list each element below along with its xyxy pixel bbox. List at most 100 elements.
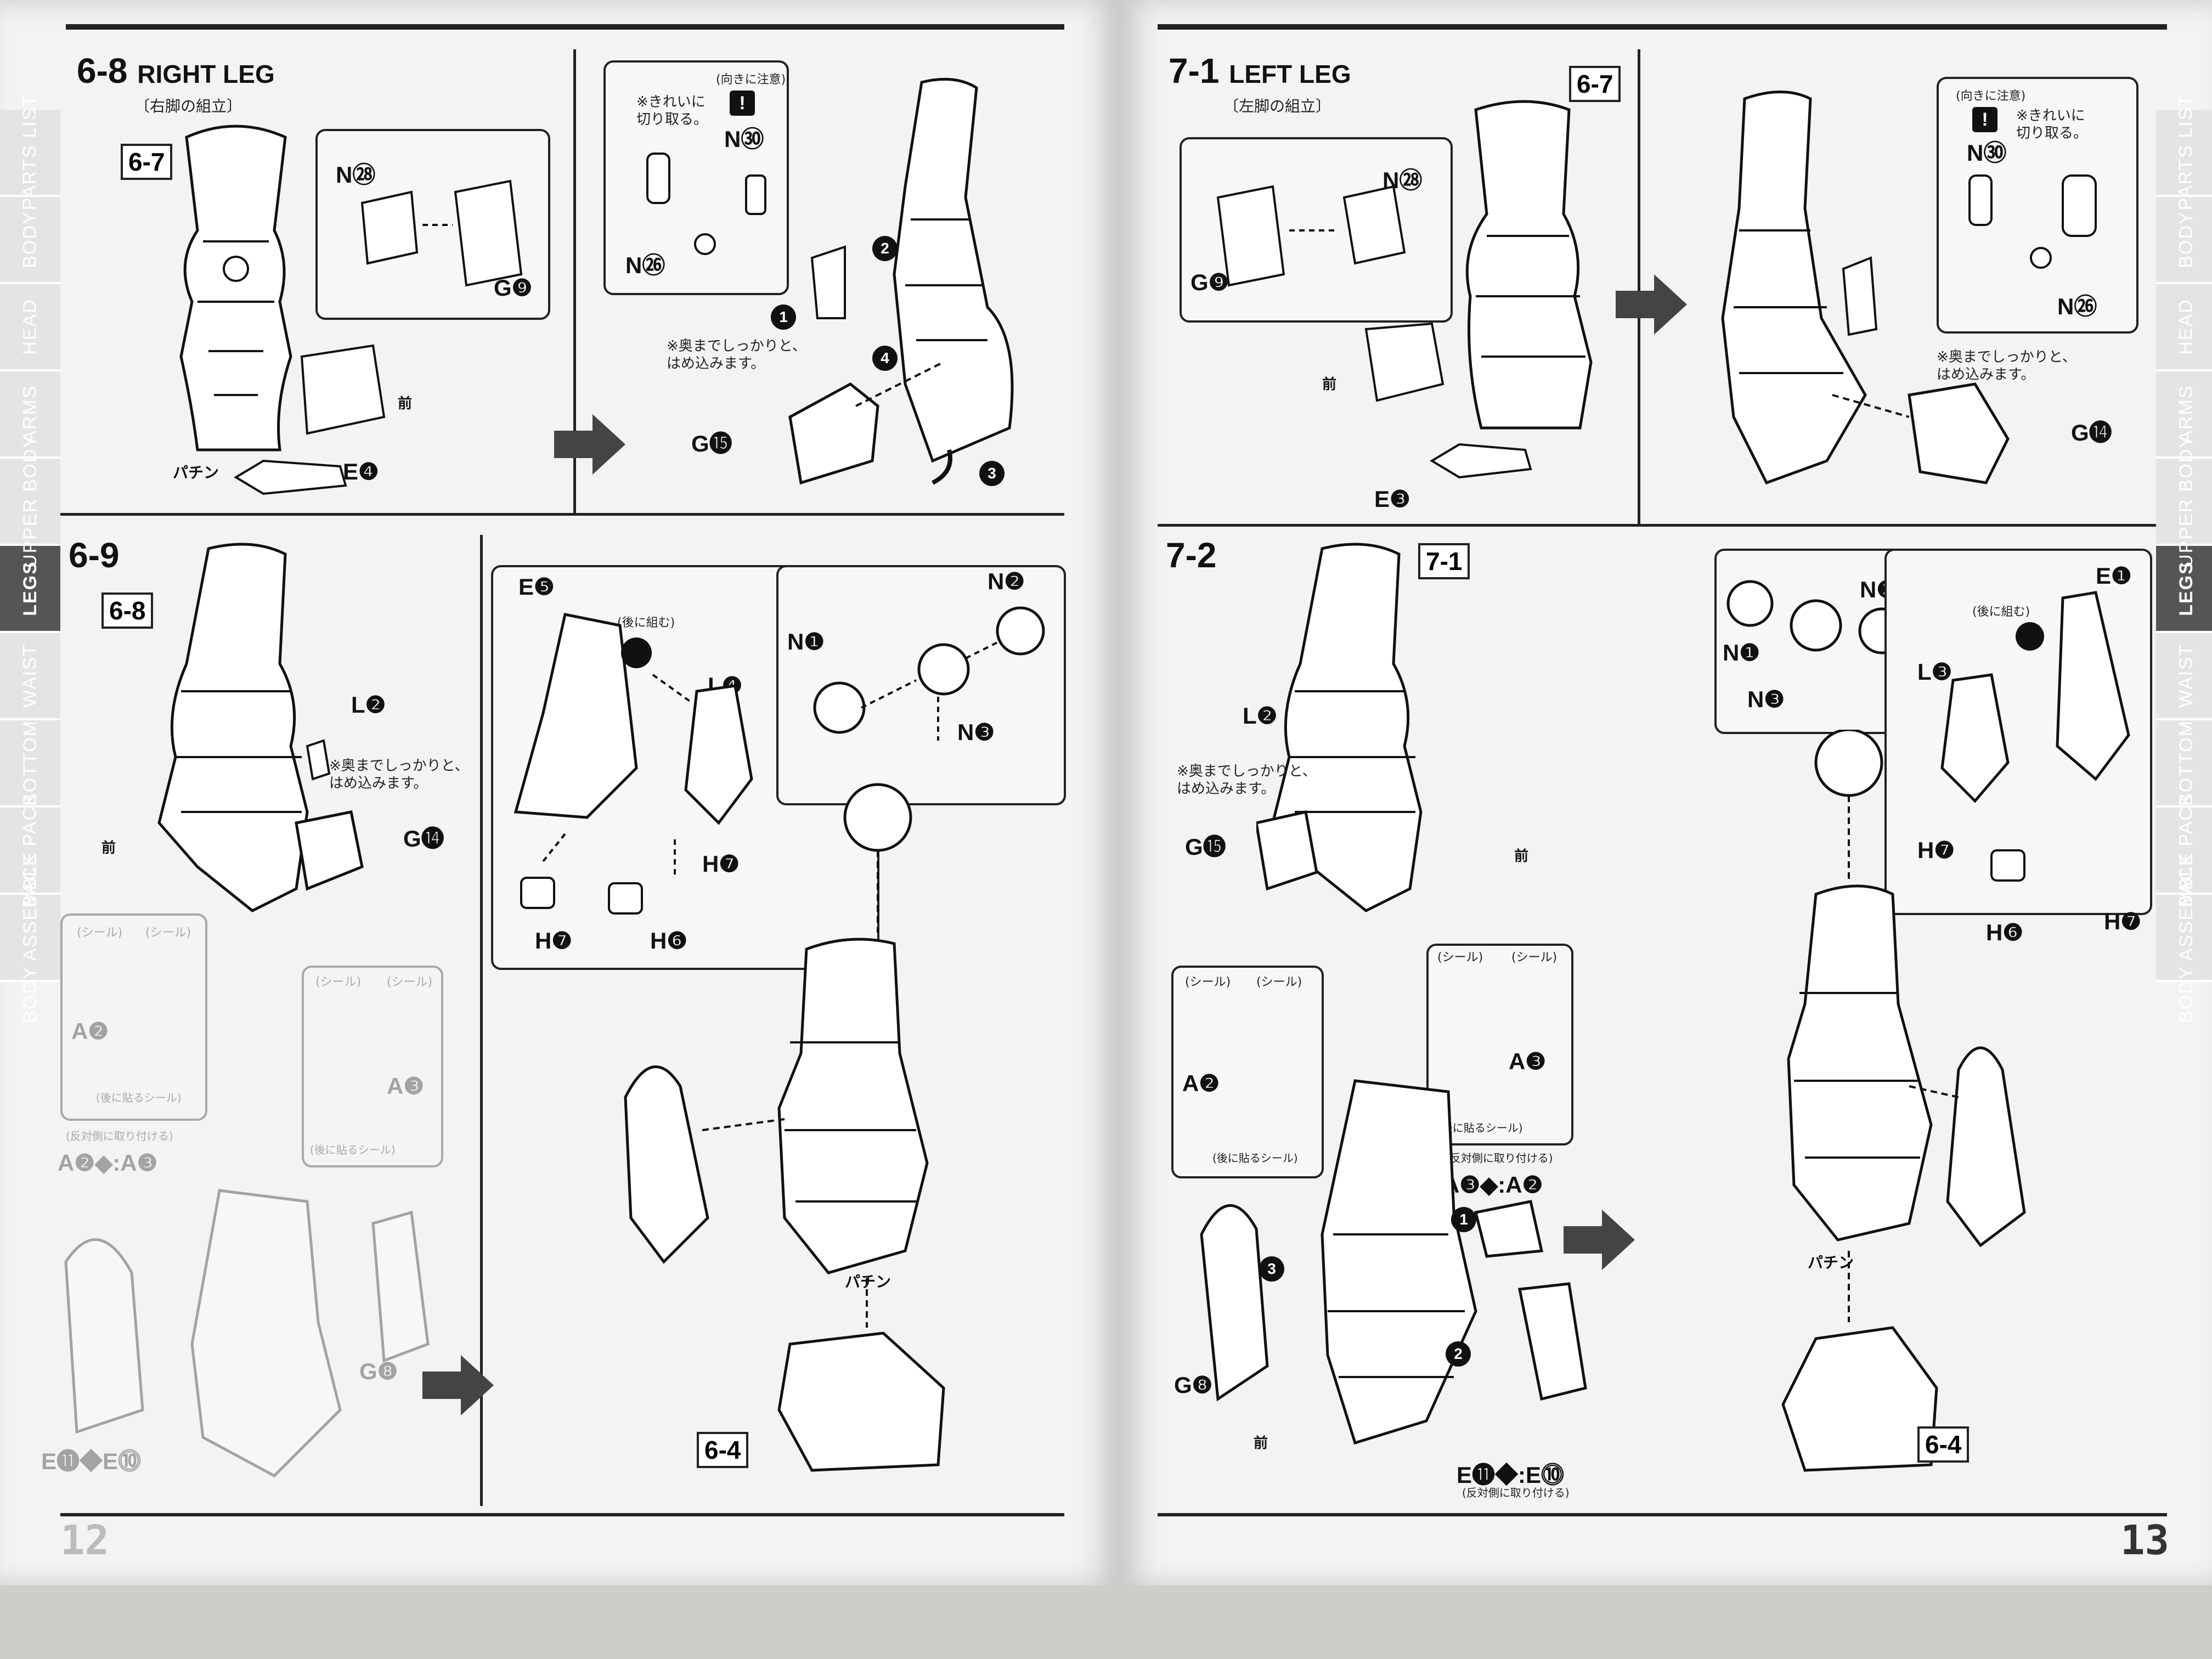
tab-body-assemble[interactable]: BODY ASSEMBLE bbox=[2156, 851, 2212, 1023]
ref-box: 6-7 bbox=[121, 144, 173, 180]
leg-assembly-diagram bbox=[1781, 730, 2026, 1472]
part-label: E❺ bbox=[518, 574, 555, 600]
ref-box: 6-4 bbox=[1917, 1426, 1970, 1463]
part-label: N㉖ bbox=[2057, 294, 2097, 319]
ref-box: 6-4 bbox=[697, 1432, 749, 1468]
warning-icon: ! bbox=[1972, 107, 1997, 132]
part-diagram bbox=[360, 179, 523, 287]
leg-assembly-diagram bbox=[1721, 91, 2010, 485]
tab-body[interactable]: BODY bbox=[2156, 197, 2212, 284]
ref-box: 6-8 bbox=[101, 592, 154, 629]
part-label: N❶ bbox=[1723, 640, 1760, 665]
tab-body[interactable]: BODY bbox=[0, 197, 60, 284]
step-number: 7-2 bbox=[1166, 535, 1217, 575]
part-label: L❸ bbox=[1917, 659, 1953, 685]
side-tabs: PARTS LIST BODY HEAD ARMS UPPER BODY LEG… bbox=[2156, 94, 2212, 1023]
part-label: G❾ bbox=[494, 275, 533, 301]
tab-bottom[interactable]: BOTTOM bbox=[2156, 720, 2212, 808]
arrow-right-icon bbox=[1616, 274, 1687, 337]
swap-label: A❸◆:A❷ bbox=[1443, 1172, 1543, 1198]
arrow-right-icon bbox=[422, 1355, 494, 1418]
step-subtitle: 〔左脚の組立〕 bbox=[1223, 97, 1331, 115]
seal-later-label: (後に貼るシール) bbox=[1437, 1121, 1523, 1135]
tab-arms[interactable]: ARMS bbox=[0, 371, 60, 459]
step-1-badge: 1 bbox=[1451, 1207, 1476, 1232]
click-label: パチン bbox=[1808, 1254, 1854, 1271]
side-tabs: PARTS LIST BODY HEAD ARMS UPPER BODY LEG… bbox=[0, 94, 60, 1023]
swap-label: A❷◆:A❸ bbox=[58, 1150, 158, 1176]
page-number: 12 bbox=[60, 1517, 110, 1564]
part-label: E❶ bbox=[2096, 563, 2132, 589]
seal-label: (シール) bbox=[1437, 951, 1483, 964]
tab-body-assemble[interactable]: BODY ASSEMBLE bbox=[0, 851, 60, 1023]
tab-waist[interactable]: WAIST bbox=[0, 633, 60, 720]
assemble-later-note: (後に組む) bbox=[617, 616, 675, 630]
tab-head[interactable]: HEAD bbox=[2156, 284, 2212, 371]
part-label: A❸ bbox=[387, 1073, 424, 1099]
step-2-badge: 2 bbox=[1446, 1341, 1471, 1367]
step-4-badge: 4 bbox=[872, 346, 898, 371]
seal-label: (シール) bbox=[1256, 975, 1302, 989]
tab-legs[interactable]: LEGS bbox=[2156, 546, 2212, 633]
step-number: 7-1 LEFT LEG bbox=[1169, 50, 1351, 91]
seal-label: (シール) bbox=[1511, 951, 1558, 964]
seal-callout bbox=[1426, 944, 1573, 1146]
note-text: ※きれいに 切り取る。 bbox=[2016, 108, 2088, 142]
tab-back-pack[interactable]: BACK PACK bbox=[2156, 792, 2212, 908]
part-label: N❸ bbox=[1747, 686, 1785, 712]
part-label: H❼ bbox=[702, 851, 740, 877]
step-title-text: LEFT LEG bbox=[1229, 60, 1351, 88]
part-diagram bbox=[1216, 185, 1406, 287]
part-label: N㉘ bbox=[336, 162, 376, 188]
column-divider bbox=[573, 49, 576, 513]
seal-callout bbox=[60, 913, 207, 1121]
tab-legs[interactable]: LEGS bbox=[0, 546, 60, 633]
note-text: (向きに注意) bbox=[1956, 89, 2026, 103]
front-label: 前 bbox=[1514, 848, 1529, 864]
swap-label: E⓫◆E⓾ bbox=[41, 1448, 142, 1474]
part-label: G❾ bbox=[1190, 269, 1229, 295]
swap-label: E⓫◆:E⓾ bbox=[1457, 1462, 1565, 1488]
assemble-later-note: (後に組む) bbox=[1972, 605, 2030, 619]
tab-upper-body[interactable]: UPPER BODY bbox=[0, 435, 60, 568]
callout-box bbox=[776, 565, 1066, 805]
tab-waist[interactable]: WAIST bbox=[2156, 633, 2212, 720]
part-label: A❸ bbox=[1509, 1048, 1546, 1074]
tab-parts-list[interactable]: PARTS LIST bbox=[0, 94, 60, 210]
tab-arms[interactable]: ARMS bbox=[2156, 371, 2212, 459]
part-diagram bbox=[1940, 591, 2130, 882]
step-number-text: 6-8 bbox=[77, 51, 128, 91]
part-diagram bbox=[1430, 443, 1532, 479]
part-label: N㉚ bbox=[1967, 140, 2007, 166]
right-page: PARTS LIST BODY HEAD ARMS UPPER BODY LEG… bbox=[1119, 0, 2212, 1585]
part-label: N㉘ bbox=[1383, 167, 1423, 193]
part-diagram bbox=[646, 153, 766, 255]
top-rule bbox=[1158, 24, 2167, 30]
step-number: 6-8 RIGHT LEG bbox=[77, 50, 275, 91]
leg-assembly-diagram bbox=[1256, 543, 1423, 912]
step-1-badge: 1 bbox=[771, 304, 796, 330]
seal-later-label: (後に貼るシール) bbox=[1212, 1152, 1298, 1165]
part-label: N❶ bbox=[787, 629, 825, 654]
tab-head[interactable]: HEAD bbox=[0, 284, 60, 371]
tab-bottom[interactable]: BOTTOM bbox=[0, 720, 60, 808]
seal-later-label: (後に貼るシール) bbox=[96, 1091, 182, 1104]
tab-upper-body[interactable]: UPPER BODY bbox=[2156, 435, 2212, 568]
opposite-side-note: (反対側に取り付ける) bbox=[66, 1130, 173, 1143]
opposite-side-note: (反対側に取り付ける) bbox=[1462, 1486, 1570, 1499]
section-divider bbox=[60, 513, 1064, 516]
column-divider bbox=[1638, 49, 1640, 524]
part-label: H❻ bbox=[650, 928, 687, 953]
left-page: PARTS LIST BODY HEAD ARMS UPPER BODY LEG… bbox=[0, 0, 1119, 1585]
step-2-badge: 2 bbox=[872, 236, 898, 261]
leg-assembly-diagram bbox=[179, 125, 292, 452]
click-label: パチン bbox=[173, 464, 219, 481]
page-number: 13 bbox=[2120, 1517, 2170, 1564]
front-label: 前 bbox=[101, 839, 116, 856]
tab-parts-list[interactable]: PARTS LIST bbox=[2156, 94, 2212, 210]
front-label: 前 bbox=[1322, 376, 1337, 392]
seal-later-label: (後に貼るシール) bbox=[310, 1143, 396, 1156]
click-label: パチン bbox=[845, 1273, 891, 1290]
leg-assembly-diagram bbox=[64, 1189, 430, 1478]
tab-back-pack[interactable]: BACK PACK bbox=[0, 792, 60, 908]
